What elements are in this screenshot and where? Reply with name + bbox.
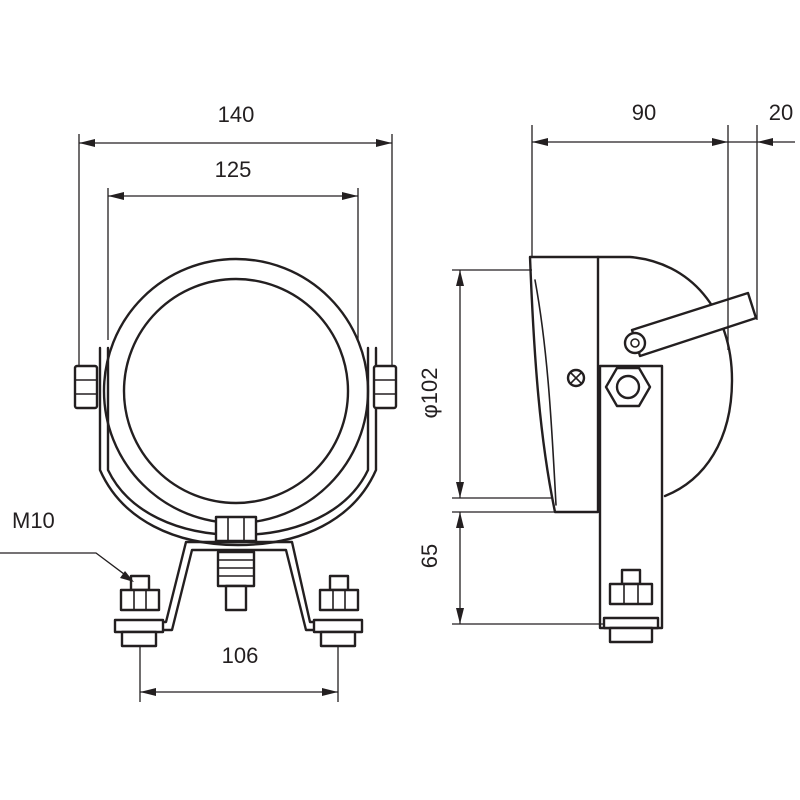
- bracket-bottom-nut: [214, 515, 258, 543]
- right-foot-bolt: [312, 574, 364, 648]
- dim-20-label: 20: [769, 100, 793, 125]
- dimension-90: 90: [531, 100, 729, 350]
- dimension-106: 106: [139, 643, 339, 702]
- lamp-lens: [122, 277, 350, 505]
- center-threaded-stud: [216, 550, 256, 612]
- side-screw-icon: [566, 368, 586, 388]
- m10-callout: M10: [0, 508, 134, 582]
- left-pivot-bolt: [73, 364, 99, 410]
- front-view: 140 125 106 M10: [0, 102, 398, 702]
- handle: [623, 291, 758, 358]
- dimension-140: 140: [78, 102, 393, 366]
- lamp-outer-ring: [102, 257, 370, 525]
- side-view: 90 20 φ102 65: [417, 100, 795, 644]
- dim-106-label: 106: [222, 643, 259, 668]
- dim-140-label: 140: [218, 102, 255, 127]
- side-bottom-bolts: [602, 568, 660, 644]
- left-foot-bolt: [113, 574, 165, 648]
- lamp-front-bezel: [528, 255, 600, 514]
- lamp-lens-edge: [534, 279, 557, 506]
- bracket-outer-outline: [98, 346, 378, 547]
- dim-125-label: 125: [215, 157, 252, 182]
- bracket-inner-outline: [106, 346, 370, 537]
- dimension-20: 20: [728, 100, 795, 320]
- m10-label: M10: [12, 508, 55, 533]
- dimension-65: 65: [417, 511, 604, 625]
- side-pivot-nut: [604, 366, 652, 408]
- dim-65-label: 65: [417, 544, 442, 568]
- lamp-rear-housing: [596, 255, 734, 498]
- dim-phi-102-label: φ102: [417, 368, 442, 419]
- dimension-125: 125: [107, 157, 359, 340]
- dim-90-label: 90: [632, 100, 656, 125]
- dimension-phi-102: φ102: [417, 269, 552, 499]
- right-pivot-bolt: [372, 364, 398, 410]
